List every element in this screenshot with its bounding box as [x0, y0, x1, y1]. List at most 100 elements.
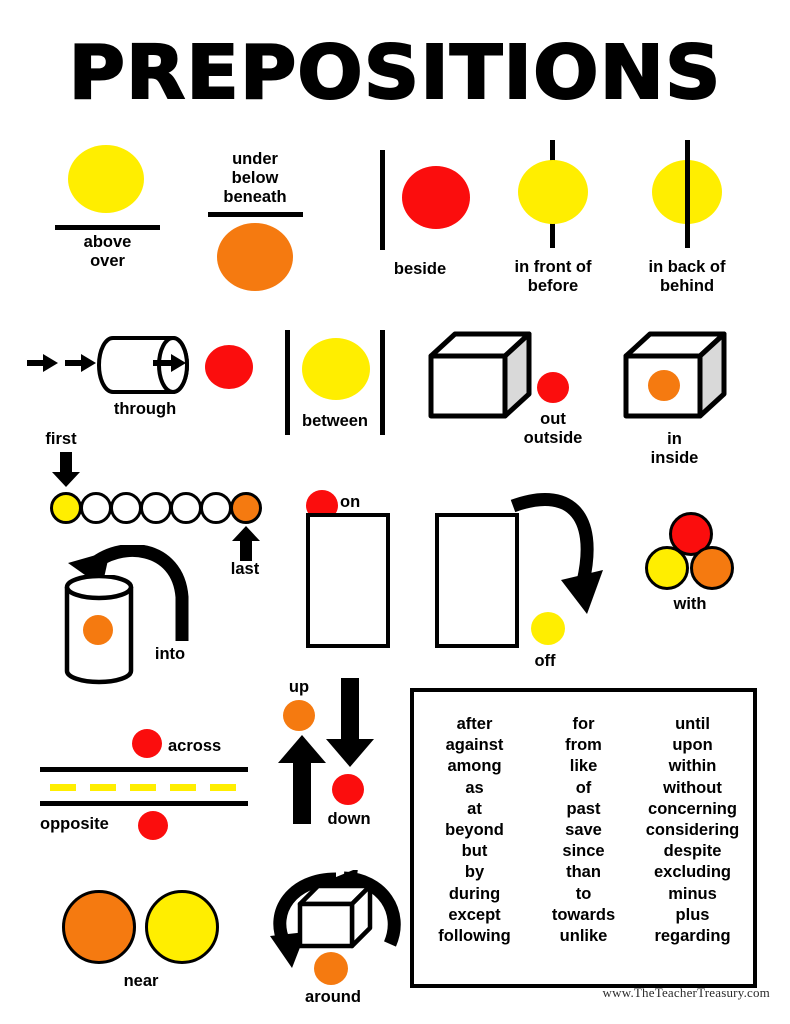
label-on: on	[340, 493, 361, 511]
yellow-circle	[645, 546, 689, 590]
chain-circle	[140, 492, 172, 524]
road-edge-bottom	[40, 801, 248, 806]
chain-circle-first	[50, 492, 82, 524]
orange-circle	[62, 890, 136, 964]
label-into: into	[154, 645, 186, 663]
up-arrow-icon	[232, 526, 260, 561]
block-rectangle	[306, 513, 390, 648]
orange-circle	[83, 615, 113, 645]
orange-circle	[648, 370, 680, 401]
illustration-on: on	[300, 490, 430, 660]
label-through: through	[113, 400, 177, 418]
word-item: minus	[668, 884, 717, 903]
illustration-in-inside: in inside	[620, 330, 770, 470]
yellow-circle	[302, 338, 370, 400]
horizontal-line	[55, 225, 160, 230]
yellow-circle	[68, 145, 144, 213]
label-in-front-of: in front of	[514, 258, 592, 276]
label-before: before	[527, 277, 579, 295]
chain-circle	[170, 492, 202, 524]
word-item: upon	[672, 736, 713, 755]
cube-shape	[620, 330, 730, 430]
chain-circle	[80, 492, 112, 524]
vertical-line	[380, 150, 385, 250]
word-item: save	[565, 821, 602, 840]
word-item: concerning	[648, 799, 737, 818]
illustration-across-opposite: across opposite	[40, 725, 270, 840]
preposition-word-list-box: after against among as at beyond but by …	[410, 688, 757, 988]
word-item: to	[575, 884, 592, 903]
page-title: PREPOSITIONS	[67, 30, 722, 116]
label-behind: behind	[659, 277, 715, 295]
label-out: out	[540, 410, 566, 428]
red-circle	[205, 345, 253, 389]
orange-circle	[314, 952, 348, 985]
word-item: than	[566, 863, 601, 882]
label-down: down	[327, 810, 371, 828]
illustration-between: between	[285, 330, 395, 440]
red-circle-across	[132, 729, 162, 758]
illustration-off: off	[435, 490, 615, 675]
word-column-3: until upon within without concerning con…	[638, 714, 747, 974]
footer-website: www.TheTeacherTreasury.com	[602, 985, 770, 1000]
vertical-line-left	[285, 330, 290, 435]
word-item: despite	[663, 842, 722, 861]
word-item: after	[456, 715, 493, 733]
wireframe-cube-shape	[297, 883, 373, 949]
off-arrow-icon	[510, 492, 603, 614]
through-diagram	[27, 336, 189, 394]
orange-circle	[690, 546, 734, 590]
word-item: following	[438, 927, 511, 946]
label-inside: inside	[650, 449, 699, 467]
label-up: up	[288, 678, 310, 696]
chain-circle	[200, 492, 232, 524]
word-item: towards	[551, 905, 616, 924]
word-item: considering	[645, 821, 740, 840]
down-arrow-icon	[52, 452, 80, 487]
red-circle	[537, 372, 569, 403]
word-item: from	[565, 736, 602, 755]
label-outside: outside	[523, 429, 583, 447]
word-columns: after against among as at beyond but by …	[414, 692, 753, 984]
illustration-out-outside: out outside	[425, 330, 582, 460]
horizontal-line	[208, 212, 303, 217]
word-item: without	[663, 778, 722, 797]
illustration-with: with	[645, 512, 765, 622]
label-above: above	[83, 233, 132, 251]
vertical-line	[685, 140, 690, 248]
red-circle	[332, 774, 364, 805]
vertical-line-right	[380, 330, 385, 435]
label-last: last	[230, 560, 260, 578]
chain-circle	[110, 492, 142, 524]
word-item: for	[572, 715, 595, 733]
label-over: over	[90, 252, 125, 270]
label-beside: beside	[393, 260, 447, 278]
illustration-in-back-of: in back of behind	[632, 140, 762, 295]
word-item: as	[465, 778, 484, 797]
yellow-circle	[145, 890, 219, 964]
red-circle-opposite	[138, 811, 168, 840]
illustration-above-over: above over	[55, 145, 185, 285]
word-column-2: for from like of past save since than to…	[529, 714, 638, 974]
illustration-near: near	[62, 890, 242, 995]
word-item: but	[461, 842, 488, 861]
orange-circle	[283, 700, 315, 731]
illustration-through: through	[25, 330, 265, 430]
word-column-1: after against among as at beyond but by …	[420, 714, 529, 974]
down-arrow-icon	[326, 678, 374, 767]
word-item: since	[562, 842, 605, 861]
word-item: except	[448, 905, 501, 924]
word-item: during	[448, 884, 501, 903]
label-across: across	[168, 737, 222, 755]
cube-shape	[425, 330, 535, 430]
illustration-into: into	[45, 545, 245, 685]
illustration-around: around	[262, 870, 422, 1006]
label-near: near	[123, 972, 159, 990]
label-opposite: opposite	[40, 815, 109, 833]
illustration-beside: beside	[375, 150, 500, 295]
road-edge-top	[40, 767, 248, 772]
illustration-in-front-of: in front of before	[500, 140, 630, 295]
word-item: until	[675, 715, 710, 733]
word-item: at	[467, 799, 482, 818]
